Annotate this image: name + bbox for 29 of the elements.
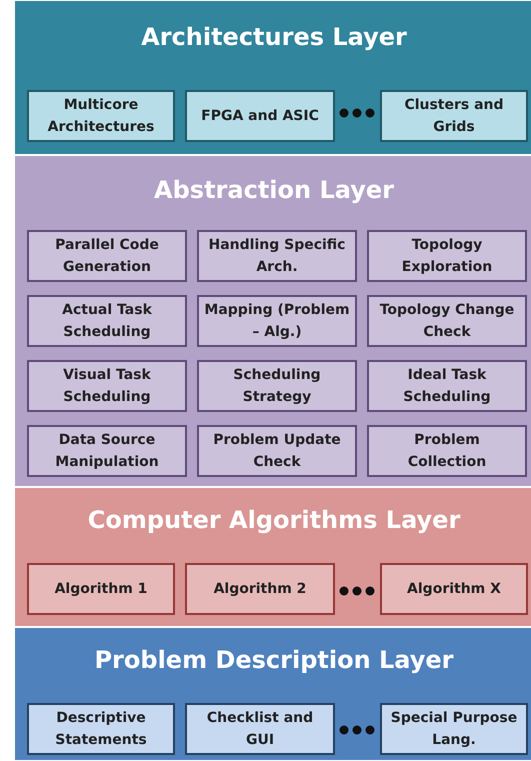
layer-band (14, 0, 531, 155)
component-box: Algorithm 1 (27, 563, 175, 615)
component-box: Topology Exploration (367, 230, 527, 282)
component-box: Ideal Task Scheduling (367, 360, 527, 412)
component-box: Descriptive Statements (27, 703, 175, 755)
component-box: Problem Update Check (197, 425, 357, 477)
component-box: Algorithm 2 (185, 563, 335, 615)
component-box: Clusters and Grids (380, 90, 528, 142)
component-box: FPGA and ASIC (185, 90, 335, 142)
component-box: Multicore Architectures (27, 90, 175, 142)
layer-title: Architectures Layer (140, 23, 408, 51)
component-box: Handling Specific Arch. (197, 230, 357, 282)
component-box: Parallel Code Generation (27, 230, 187, 282)
component-box: Special Purpose Lang. (380, 703, 528, 755)
component-box: Checklist and GUI (185, 703, 335, 755)
component-box: Scheduling Strategy (197, 360, 357, 412)
layer-band (14, 627, 531, 761)
layer-band (14, 487, 531, 627)
component-box: Topology Change Check (367, 295, 527, 347)
component-box: Algorithm X (380, 563, 528, 615)
component-box: Actual Task Scheduling (27, 295, 187, 347)
layer-title: Problem Description Layer (93, 646, 455, 674)
component-box: Data Source Manipulation (27, 425, 187, 477)
component-box: Problem Collection (367, 425, 527, 477)
layer-band (14, 155, 531, 487)
layer-title: Abstraction Layer (153, 176, 395, 204)
component-box: Visual Task Scheduling (27, 360, 187, 412)
layer-title: Computer Algorithms Layer (86, 506, 462, 534)
component-box: Mapping (Problem – Alg.) (197, 295, 357, 347)
